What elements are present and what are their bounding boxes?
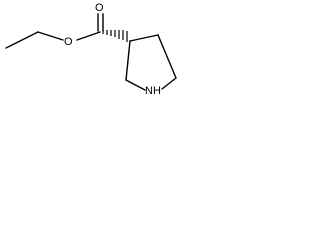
structure-canvas: O O NH	[0, 0, 208, 124]
bond-n-c2	[125, 79, 146, 91]
bond-methyl-methylene	[5, 31, 39, 49]
molecule-structure: O O NH	[5, 2, 177, 97]
bond-c2-c4	[125, 40, 131, 81]
bond-c1-n	[161, 77, 177, 90]
carbonyl-oxygen-label: O	[95, 2, 104, 14]
ring-nitrogen-label: NH	[145, 85, 161, 97]
bond-methylene-ester-oxygen	[37, 31, 64, 41]
bond-ester-oxygen-carbonyl-carbon	[76, 31, 101, 41]
ester-oxygen-label: O	[64, 36, 73, 48]
bond-c4-c5	[129, 34, 159, 42]
hashed-stereo-bond	[102, 30, 128, 42]
bond-c5-c1	[157, 34, 177, 79]
